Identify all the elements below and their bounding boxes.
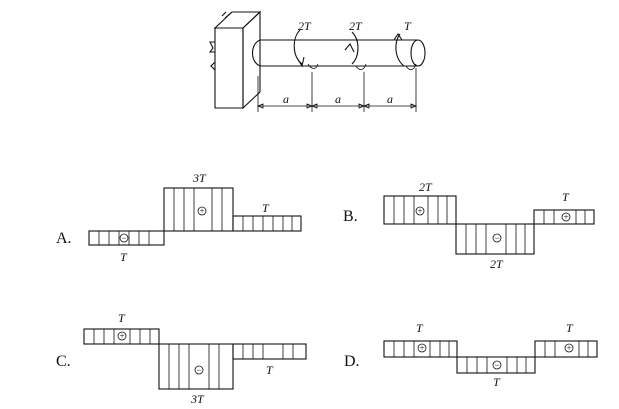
sign-circle — [564, 343, 574, 353]
torque-arrow-2 — [344, 31, 367, 70]
shaft — [251, 39, 426, 67]
sign-circle — [417, 343, 427, 353]
segment-label: T — [262, 201, 270, 215]
sign-text: + — [566, 343, 571, 353]
sign-circle — [197, 206, 207, 216]
dim-label-2: a — [335, 92, 341, 106]
dim-label-3: a — [387, 92, 393, 106]
hatch-lines — [393, 341, 589, 373]
torque-label-1: 2T — [298, 19, 312, 33]
sign-text: − — [494, 360, 499, 370]
segment-label: T — [266, 363, 274, 377]
option-letter: C. — [56, 353, 71, 370]
sign-circle — [194, 365, 204, 375]
option-b: B. + − + 2T 2T T — [343, 180, 595, 271]
shaft-sketch: 2T 2T T a a a — [208, 10, 426, 112]
torque-arrow-3 — [393, 33, 417, 70]
dimension-lines — [256, 68, 418, 112]
torque-label-2: 2T — [349, 19, 363, 33]
diagram-segment-3 — [533, 209, 595, 225]
segment-label: T — [118, 311, 126, 325]
segment-label: T — [493, 375, 501, 389]
diagram-segment-1 — [83, 328, 160, 345]
diagram-segment-1 — [88, 230, 165, 246]
dim-label-1: a — [283, 92, 289, 106]
option-a: A. − + T 3T T — [56, 171, 302, 264]
sign-circle — [561, 212, 571, 222]
torque-arrow-1 — [293, 29, 319, 69]
option-d: D. + − + T T T — [344, 321, 598, 389]
segment-label: T — [562, 190, 570, 204]
diagram-segment-3 — [232, 343, 307, 360]
sign-circle — [415, 206, 425, 216]
sign-text: + — [419, 343, 424, 353]
sign-text: − — [494, 233, 499, 243]
sign-circle — [492, 233, 502, 243]
sign-circle — [492, 360, 502, 370]
option-letter: A. — [56, 230, 72, 247]
segment-label: T — [566, 321, 574, 335]
sign-text: + — [417, 206, 422, 216]
sign-circle — [117, 331, 127, 341]
sign-text: + — [199, 206, 204, 216]
diagram-segment-3 — [534, 340, 598, 358]
diagram-segment-2 — [455, 223, 535, 255]
fixed-wall — [208, 10, 262, 110]
segment-label: 3T — [190, 392, 205, 406]
segment-label: 2T — [419, 180, 433, 194]
segment-label: 3T — [192, 171, 207, 185]
diagram-segment-1 — [383, 195, 457, 225]
diagram-segment-3 — [232, 215, 302, 232]
torque-label-3: T — [404, 19, 412, 33]
segment-label: T — [416, 321, 424, 335]
option-letter: D. — [344, 353, 360, 370]
diagram-segment-2 — [456, 356, 536, 374]
sign-text: − — [121, 233, 126, 243]
option-c: C. + − T 3T T — [56, 311, 307, 406]
diagram-segment-1 — [383, 340, 458, 358]
sign-circle — [119, 233, 129, 243]
hatch-lines — [98, 188, 293, 245]
hatch-lines — [393, 196, 586, 254]
segment-label: 2T — [490, 257, 504, 271]
segment-label: T — [120, 250, 128, 264]
sign-text: − — [196, 365, 201, 375]
sign-text: + — [563, 212, 568, 222]
hatch-lines — [93, 329, 294, 389]
diagram-segment-2 — [158, 343, 234, 390]
sign-text: + — [119, 331, 124, 341]
option-letter: B. — [343, 208, 358, 225]
diagram-segment-2 — [163, 187, 234, 232]
